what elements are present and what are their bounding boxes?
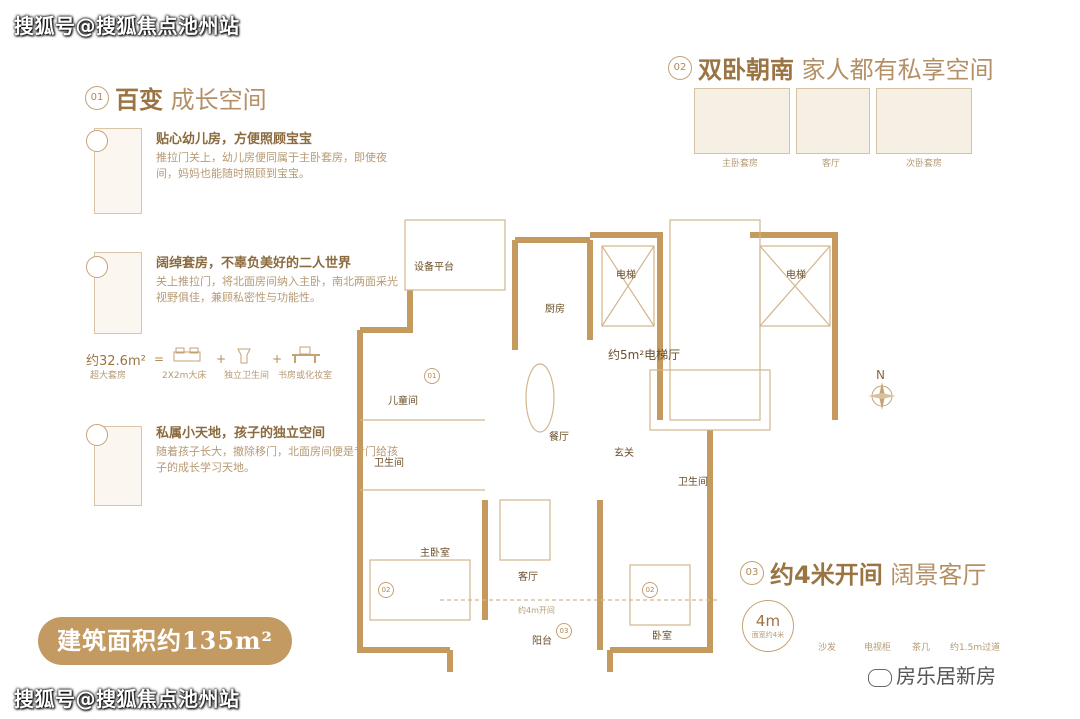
room-bath2: 卫生间	[678, 477, 708, 488]
room-elevator-hall: 约5m²电梯厅	[608, 348, 681, 362]
section1-number: 01	[85, 85, 109, 110]
suite-sub: 超大套房	[90, 371, 127, 381]
section1-title-bold: 百变	[115, 86, 163, 114]
suite-item-bed: 2X2m大床	[162, 371, 207, 381]
feature-2-head: 阔绰套房，不辜负美好的二人世界	[156, 256, 352, 271]
section2-title-rest: 家人都有私享空间	[801, 56, 994, 84]
section1-title-rest: 成长空间	[170, 86, 267, 114]
section2-number: 02	[668, 55, 692, 80]
room-living: 客厅	[518, 572, 538, 583]
feature-2-body: 关上推拉门，将北面房间纳入主卧，南北两面采光视野俱佳，兼顾私密性与功能性。	[156, 275, 398, 304]
section3-number: 03	[740, 560, 764, 585]
suite-area: 约32.6m²	[86, 354, 146, 369]
room-kitchen: 厨房	[545, 304, 565, 315]
watermark-top: 搜狐号@搜狐焦点池州站	[14, 14, 240, 38]
compass-label: N	[876, 368, 885, 382]
plan-marker-01: 01	[424, 368, 440, 384]
area-badge: 建筑面积约135m²	[38, 617, 292, 665]
feature-3-body: 随着孩子长大，撤除移门，北面房间便是专门给孩子的成长学习天地。	[156, 445, 398, 474]
brand-account: 房乐居新房	[868, 660, 996, 689]
section3-title: 03 约4米开间 阔景客厅	[740, 555, 986, 590]
thumb-second	[876, 88, 972, 154]
watermark-bottom: 搜狐号@搜狐焦点池州站	[14, 687, 240, 711]
baby-icon	[86, 130, 108, 152]
feature-1-body: 推拉门关上，幼儿房便同属于主卧套房，即使夜间，妈妈也能随时照顾到宝宝。	[156, 151, 387, 180]
floor-plan	[357, 219, 838, 672]
suite-item-bath: 独立卫生间	[224, 371, 270, 381]
room-elevator-right: 电梯	[786, 270, 806, 281]
thumb-living	[796, 88, 870, 154]
room-bath1: 卫生间	[374, 458, 404, 469]
thumb-label-master: 主卧套房	[722, 159, 759, 169]
item-table: 茶几	[912, 643, 931, 653]
compass-icon	[868, 382, 896, 410]
suite-item-study: 书房或化妆室	[278, 371, 333, 381]
room-dining: 餐厅	[549, 432, 569, 443]
plan-marker-03: 03	[556, 623, 572, 639]
couple-icon	[86, 256, 108, 278]
plan-marker-02b: 02	[642, 582, 658, 598]
section2-title: 02 双卧朝南 家人都有私享空间	[668, 50, 994, 85]
room-bedroom: 卧室	[652, 631, 672, 642]
item-sofa: 沙发	[818, 643, 837, 653]
wechat-icon	[868, 668, 892, 687]
section3-title-bold: 约4米开间	[770, 561, 883, 589]
room-kids: 儿童间	[388, 396, 418, 407]
thumb-label-second: 次卧套房	[906, 159, 943, 169]
width-label: 4m	[755, 612, 781, 630]
suite-row: 约32.6m² 超大套房 = 2X2m大床 + 独立卫生间 + 书房或化妆室	[86, 346, 376, 390]
desk-icon	[292, 346, 320, 363]
section3-title-rest: 阔景客厅	[890, 561, 987, 589]
room-equipment: 设备平台	[414, 262, 454, 273]
item-tv: 电视柜	[864, 643, 892, 653]
living-width: 约4m开间	[518, 606, 555, 615]
width-sub: 面宽约4米	[751, 631, 785, 639]
plan-marker-02a: 02	[378, 582, 394, 598]
feature-1-head: 贴心幼儿房，方便照顾宝宝	[156, 132, 313, 147]
room-elevator-left: 电梯	[616, 270, 636, 281]
section2-title-bold: 双卧朝南	[698, 56, 794, 84]
bath-icon	[237, 348, 251, 364]
section1-title: 01 百变 成长空间	[85, 80, 267, 115]
room-balcony: 阳台	[532, 636, 552, 647]
child-icon	[86, 424, 108, 446]
room-master: 主卧室	[420, 548, 450, 559]
thumb-master	[694, 88, 790, 154]
room-entry: 玄关	[614, 448, 634, 459]
width-circle: 4m 面宽约4米	[742, 600, 794, 652]
thumb-label-living: 客厅	[822, 159, 841, 169]
feature-3-head: 私属小天地，孩子的独立空间	[156, 426, 326, 441]
bed-icon	[173, 347, 201, 362]
item-aisle: 约1.5m过道	[950, 643, 1001, 653]
